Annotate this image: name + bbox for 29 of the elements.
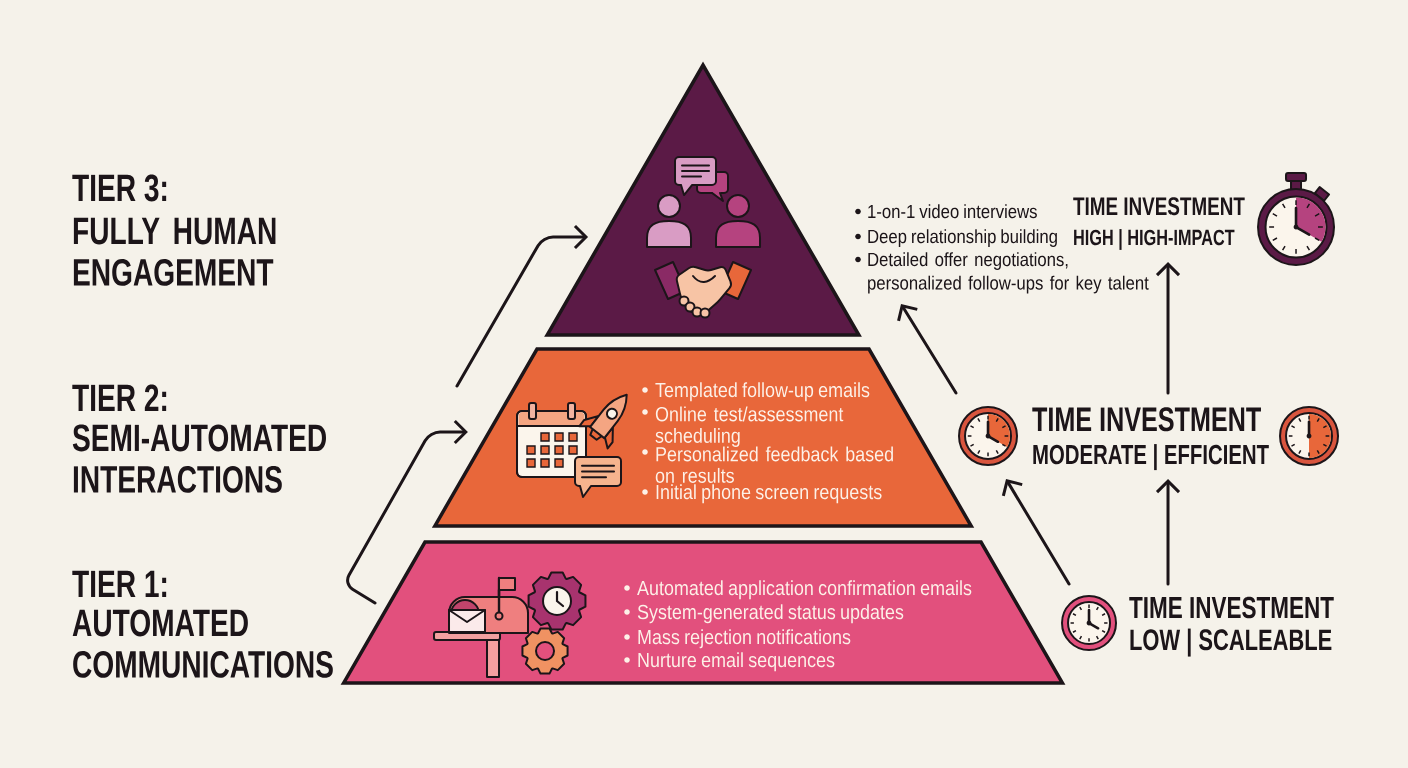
tier-label: TIER 2: <box>72 384 167 411</box>
time-heading: TIME INVESTMENT <box>1073 197 1245 216</box>
tier-label: TIER 3: <box>72 174 167 202</box>
tier-name: FULLY HUMAN ENGAGEMENT <box>73 217 276 286</box>
tier-name: AUTOMATED COMMUNICATIONS <box>72 609 333 678</box>
list-item: Online test/assessment scheduling <box>655 406 844 447</box>
time-level: MODERATE | EFFICIENT <box>1033 444 1269 471</box>
time-level: LOW | SCALEABLE <box>1130 628 1332 657</box>
tier-label: TIER 1: <box>72 570 167 597</box>
time-heading: TIME INVESTMENT <box>1129 596 1334 619</box>
list-item: Deep relationship building <box>868 229 1057 247</box>
list-item: Personalized feedback based on results <box>655 446 893 483</box>
arrow <box>455 224 589 388</box>
list-item: Templated follow-up emails <box>655 382 870 402</box>
tier-name: SEMI-AUTOMATED INTERACTIONS <box>72 424 326 493</box>
list-item: Nurture email sequences <box>638 652 835 672</box>
arrow <box>1001 479 1071 586</box>
list-item: 1-on-1 video interviews <box>868 204 1037 219</box>
arrow <box>1155 479 1181 586</box>
list-item: System-generated status updates <box>637 604 904 624</box>
arrow <box>346 419 468 605</box>
list-item: Mass rejection notifications <box>638 629 851 649</box>
time-level: HIGH | HIGH-IMPACT <box>1074 229 1235 250</box>
time-heading: TIME INVESTMENT <box>1032 407 1261 432</box>
arrow <box>1155 262 1181 395</box>
arrow <box>897 304 958 395</box>
list-item: Automated application confirmation emails <box>637 580 972 600</box>
list-item: Detailed offer negotiations, personalized follow-ups for key talent <box>868 252 1149 294</box>
list-item: Initial phone screen requests <box>656 484 882 504</box>
